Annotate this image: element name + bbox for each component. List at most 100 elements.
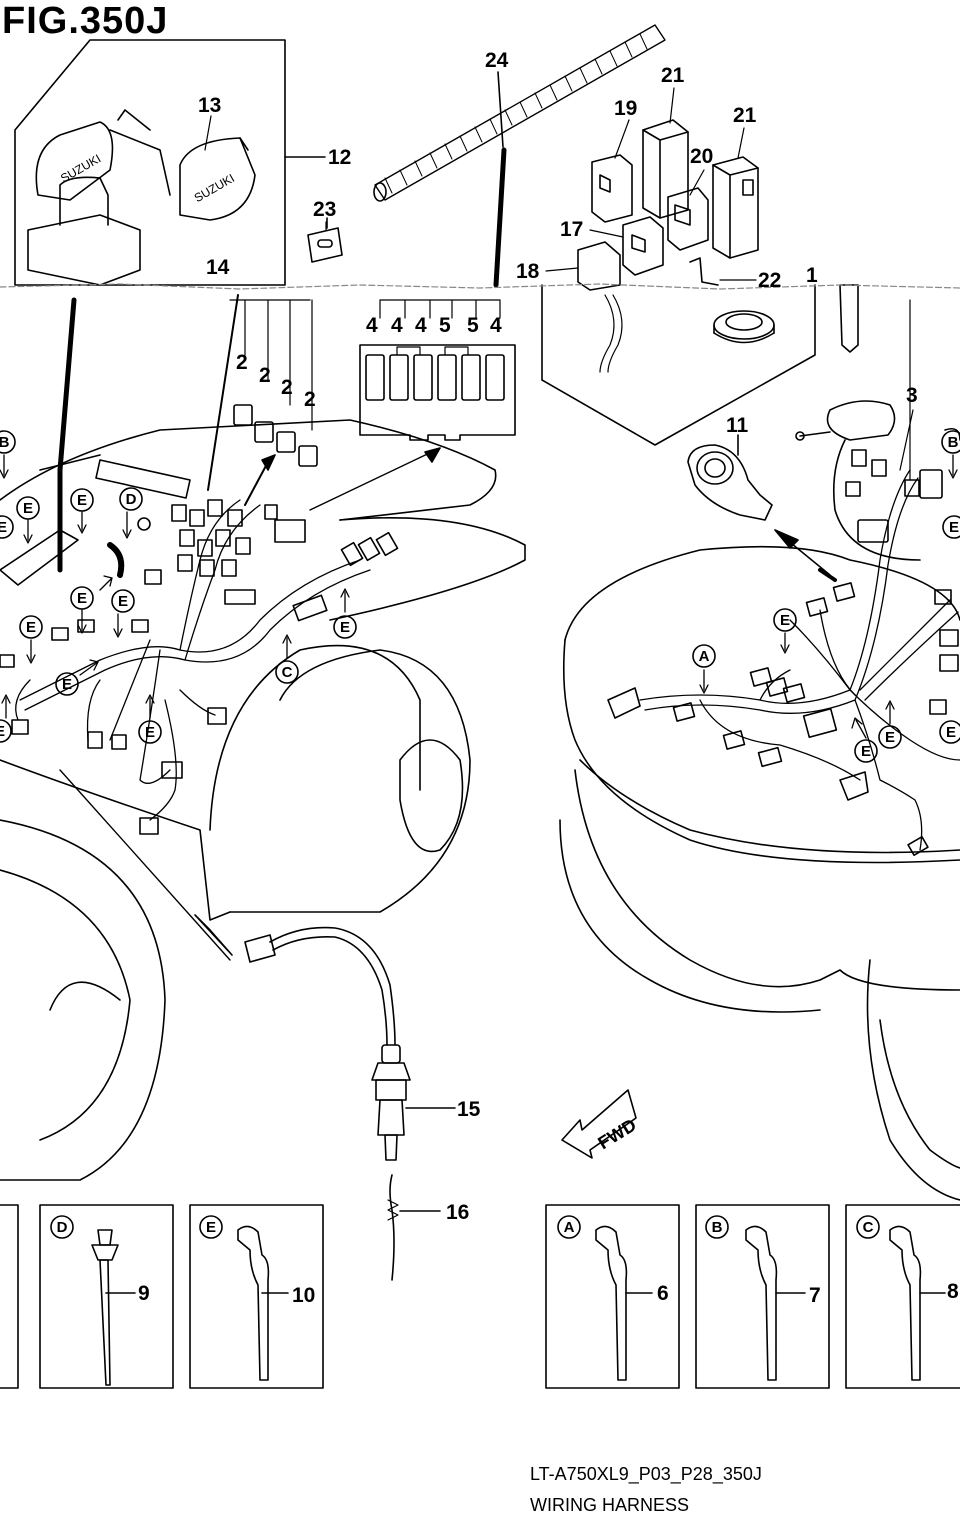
right-harness bbox=[639, 469, 960, 851]
sensor-leader-arrow bbox=[194, 914, 233, 956]
callout-4d: 4 bbox=[490, 314, 502, 337]
small-relays bbox=[229, 299, 318, 467]
detail-box-left-edge bbox=[0, 1204, 19, 1389]
detail-box-b bbox=[695, 1204, 830, 1389]
fuse-1 bbox=[839, 284, 859, 353]
marker-e-13: E bbox=[861, 743, 871, 760]
callout-2c: 2 bbox=[281, 376, 293, 399]
right-atv-body bbox=[559, 299, 960, 1201]
marker-e-14: E bbox=[885, 729, 895, 746]
ignition-switch-box bbox=[14, 39, 326, 286]
wire-clamp bbox=[387, 1174, 441, 1281]
marker-e-15: E bbox=[946, 724, 956, 741]
callout-15: 15 bbox=[457, 1098, 481, 1121]
marker-b-right: B bbox=[948, 434, 959, 451]
marker-e-10: E bbox=[0, 723, 5, 740]
callout-2b: 2 bbox=[259, 364, 271, 387]
marker-e-12: E bbox=[949, 519, 959, 536]
callout-10: 10 bbox=[292, 1284, 315, 1307]
relay-kit-box bbox=[541, 284, 816, 446]
marker-arrows bbox=[0, 454, 958, 739]
callout-leaders bbox=[204, 87, 914, 471]
ignition-switch: SUZUKI bbox=[27, 109, 171, 286]
detail-box-d bbox=[39, 1204, 174, 1389]
marker-e-6: E bbox=[26, 619, 36, 636]
callout-19: 19 bbox=[614, 97, 637, 120]
callout-24: 24 bbox=[485, 49, 509, 72]
marker-e-8: E bbox=[145, 724, 155, 741]
relay-harness-lead bbox=[599, 294, 623, 373]
callout-12: 12 bbox=[328, 146, 351, 169]
callout-5a: 5 bbox=[439, 314, 451, 337]
callout-11: 11 bbox=[726, 414, 749, 437]
detail-label-c: C bbox=[863, 1219, 874, 1236]
detail-box-e bbox=[189, 1204, 324, 1389]
relay-19 bbox=[591, 154, 633, 223]
marker-c-1: C bbox=[282, 664, 293, 681]
callout-16: 16 bbox=[446, 1201, 469, 1224]
detail-box-a bbox=[545, 1204, 680, 1389]
detail-label-b: B bbox=[712, 1219, 723, 1236]
callout-20: 20 bbox=[690, 145, 713, 168]
left-atv-body bbox=[0, 419, 526, 1181]
lock-nut bbox=[713, 310, 775, 344]
callout-7: 7 bbox=[809, 1284, 821, 1307]
callout-4b: 4 bbox=[391, 314, 403, 337]
callout-6: 6 bbox=[657, 1282, 669, 1305]
left-connectors bbox=[0, 499, 399, 835]
callout-2d: 2 bbox=[304, 388, 316, 411]
callout-1: 1 bbox=[806, 264, 818, 287]
callout-17: 17 bbox=[560, 218, 583, 241]
callout-21-top: 21 bbox=[661, 64, 685, 87]
ignition-key: SUZUKI bbox=[179, 137, 256, 221]
svg-text:SUZUKI: SUZUKI bbox=[192, 171, 237, 205]
callout-14: 14 bbox=[206, 256, 230, 279]
marker-b-left: B bbox=[0, 434, 10, 451]
relay-20 bbox=[667, 187, 709, 251]
fuse-box bbox=[309, 299, 516, 511]
right-connectors bbox=[607, 449, 959, 856]
marker-d-1: D bbox=[126, 491, 137, 508]
sensor-leader bbox=[59, 769, 231, 961]
marker-e-3: E bbox=[0, 519, 7, 536]
callout-4c: 4 bbox=[415, 314, 427, 337]
marker-e-11: E bbox=[780, 612, 790, 629]
callout-2a: 2 bbox=[236, 351, 248, 374]
left-harness bbox=[15, 499, 371, 821]
callout-21-right: 21 bbox=[733, 104, 757, 127]
torn-edge bbox=[0, 283, 960, 290]
detail-box-c bbox=[845, 1204, 960, 1389]
callout-5b: 5 bbox=[467, 314, 479, 337]
callout-8: 8 bbox=[947, 1280, 959, 1303]
diagram-title: WIRING HARNESS bbox=[530, 1495, 690, 1515]
relay-17 bbox=[622, 216, 664, 276]
relay-21-right bbox=[712, 156, 759, 259]
relay-21-left bbox=[642, 119, 689, 219]
marker-e-4: E bbox=[77, 590, 87, 607]
callout-23: 23 bbox=[313, 198, 336, 221]
corrugated-tube bbox=[373, 24, 666, 288]
circled-letter-text: B E E D E E E E E E C E E B A E E E E E … bbox=[0, 434, 959, 1236]
figure-title: FIG.350J bbox=[2, 0, 169, 42]
callout-9: 9 bbox=[138, 1282, 150, 1305]
marker-e-1: E bbox=[23, 500, 33, 517]
left-handlebar bbox=[0, 454, 191, 586]
relay-bracket-22 bbox=[689, 257, 719, 286]
marker-e-9: E bbox=[340, 619, 350, 636]
marker-a-1: A bbox=[699, 648, 710, 665]
relay-18 bbox=[577, 241, 621, 291]
callout-13: 13 bbox=[198, 94, 221, 117]
detail-label-a: A bbox=[564, 1219, 575, 1236]
detail-label-e: E bbox=[206, 1219, 216, 1236]
diagram-code: LT-A750XL9_P03_P28_350J bbox=[530, 1464, 762, 1484]
marker-e-2: E bbox=[77, 492, 87, 509]
callout-22: 22 bbox=[758, 269, 781, 292]
accessory-socket bbox=[687, 434, 773, 521]
marker-e-5: E bbox=[118, 593, 128, 610]
oxygen-sensor bbox=[244, 926, 456, 1161]
fwd-arrow: FWD bbox=[561, 1089, 640, 1159]
callout-4a: 4 bbox=[366, 314, 378, 337]
callout-3: 3 bbox=[906, 384, 918, 407]
callout-labels: 24 21 19 21 13 12 20 23 17 18 22 1 14 4 … bbox=[138, 49, 959, 1307]
